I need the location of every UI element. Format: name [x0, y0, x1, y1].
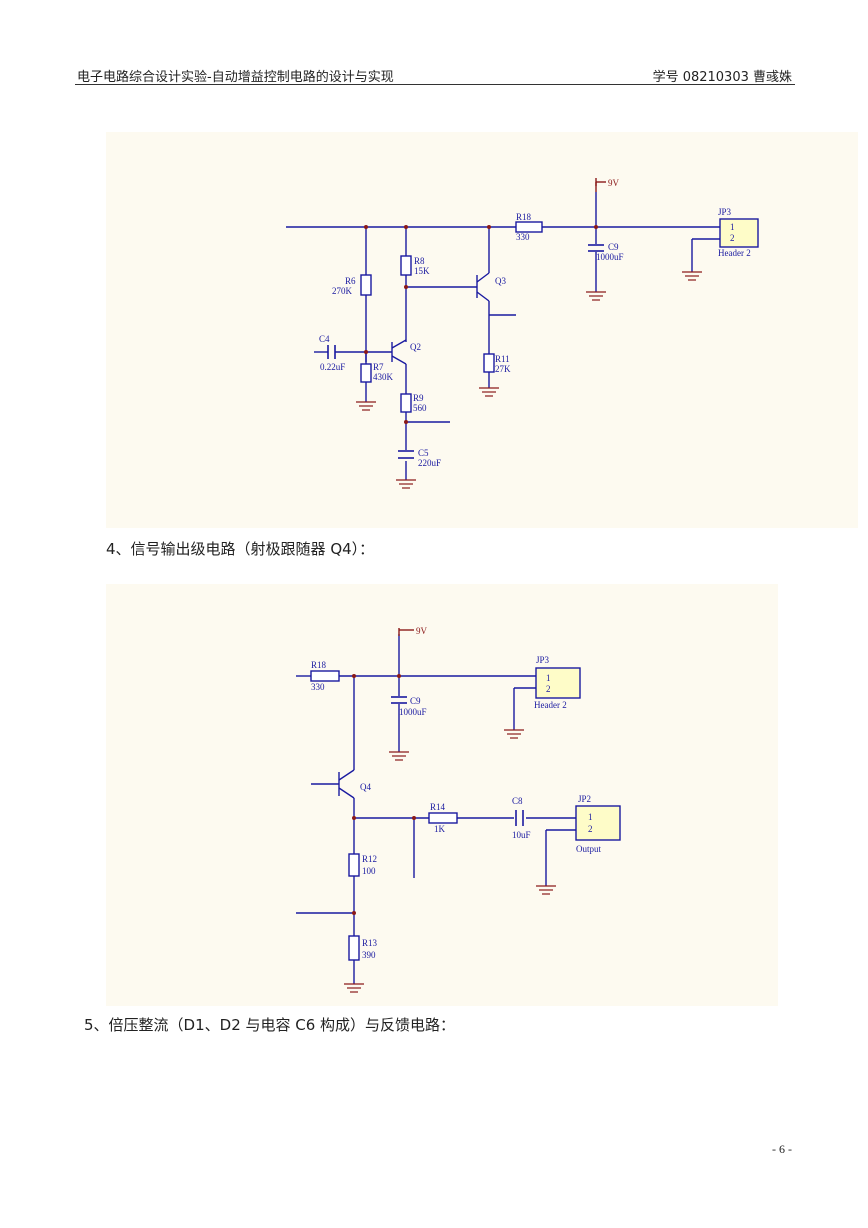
schematic-emitter-follower: 9V R18 330 C9 1000uF JP3 1 2 Header 2 Q4…: [106, 584, 778, 1006]
c8-ref: C8: [512, 796, 523, 806]
jp3-pin2-2: 2: [546, 684, 551, 694]
vcc-label-2: 9V: [416, 626, 428, 636]
r6-value: 270K: [332, 286, 353, 296]
r18-ref: R18: [516, 212, 532, 222]
r9-ref: R9: [413, 393, 424, 403]
r8-ref: R8: [414, 256, 425, 266]
q4-label: Q4: [360, 782, 371, 792]
jp3-name: Header 2: [718, 248, 751, 258]
r13-ref: R13: [362, 938, 378, 948]
jp2-pin2: 2: [588, 824, 593, 834]
r14-ref: R14: [430, 802, 446, 812]
c8-value: 10uF: [512, 830, 531, 840]
jp2-ref: JP2: [578, 794, 591, 804]
r11-ref: R11: [495, 354, 510, 364]
c9-ref: C9: [608, 242, 619, 252]
r12-value: 100: [362, 866, 376, 876]
caption-section-4: 4、信号输出级电路（射极跟随器 Q4）：: [106, 540, 375, 558]
q2-label: Q2: [410, 342, 421, 352]
r18-value-2: 330: [311, 682, 325, 692]
header-rule: [75, 84, 795, 85]
header-title: 电子电路综合设计实验-自动增益控制电路的设计与实现: [77, 70, 394, 85]
vcc-label: 9V: [608, 178, 620, 188]
r14-value: 1K: [434, 824, 446, 834]
r18-value: 330: [516, 232, 530, 242]
schematic-agc-amplifier: 9V R18 330 C9 1000uF JP3 1 2 Header 2 R6…: [106, 132, 858, 528]
r9-value: 560: [413, 403, 427, 413]
jp3-pin1: 1: [730, 222, 735, 232]
r7-value: 430K: [373, 372, 394, 382]
c4-value: 0.22uF: [320, 362, 345, 372]
r13-value: 390: [362, 950, 376, 960]
jp3-pin1-2: 1: [546, 673, 551, 683]
c9-ref-2: C9: [410, 696, 421, 706]
page-number: - 6 -: [772, 1142, 792, 1156]
c9-value: 1000uF: [596, 252, 624, 262]
c5-value: 220uF: [418, 458, 441, 468]
r18-ref-2: R18: [311, 660, 327, 670]
r7-ref: R7: [373, 362, 384, 372]
r6-ref: R6: [345, 276, 356, 286]
r8-value: 15K: [414, 266, 430, 276]
jp2-pin1: 1: [588, 812, 593, 822]
q3-label: Q3: [495, 276, 506, 286]
r12-ref: R12: [362, 854, 377, 864]
r11-value: 27K: [495, 364, 511, 374]
jp2-name: Output: [576, 844, 602, 854]
c9-value-2: 1000uF: [399, 707, 427, 717]
caption-section-5: 5、倍压整流（D1、D2 与电容 C6 构成）与反馈电路：: [84, 1016, 456, 1034]
jp3-ref: JP3: [718, 207, 732, 217]
c4-ref: C4: [319, 334, 330, 344]
jp3-ref-2: JP3: [536, 655, 550, 665]
header-student-id: 学号 08210303 曹彧姝: [652, 70, 792, 85]
jp3-pin2: 2: [730, 233, 735, 243]
jp3-name-2: Header 2: [534, 700, 567, 710]
c5-ref: C5: [418, 448, 429, 458]
